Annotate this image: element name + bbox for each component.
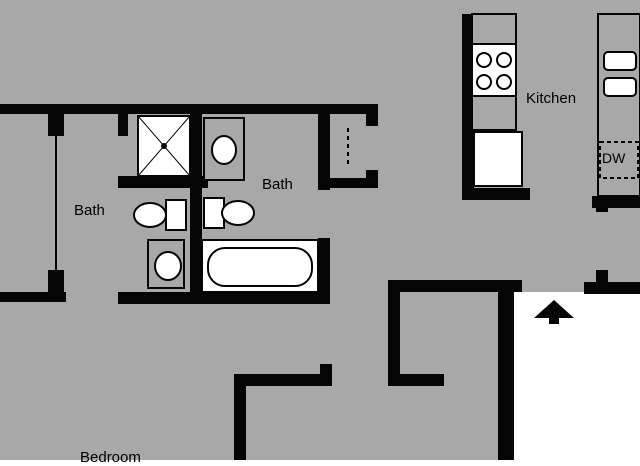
kitchen-counter-right <box>597 13 640 197</box>
refrigerator-icon <box>473 131 523 187</box>
exterior-area <box>514 292 640 460</box>
room-label-kitchen: Kitchen <box>526 90 577 107</box>
sink-icon <box>603 51 637 97</box>
shower-icon <box>137 115 191 177</box>
room-label-bath-right: Bath <box>262 176 293 193</box>
dishwasher-icon <box>599 141 639 179</box>
walls <box>0 14 640 460</box>
bathtub-icon <box>201 239 319 293</box>
stove-icon <box>471 43 517 97</box>
sink-icon <box>147 239 185 289</box>
room-label-bedroom: Bedroom <box>80 449 141 466</box>
toilet-icon <box>133 199 187 231</box>
room-label-bath-left: Bath <box>74 202 105 219</box>
entry-arrow-icon <box>534 300 574 324</box>
dishwasher-label: DW <box>602 150 626 166</box>
sink-icon <box>203 117 245 181</box>
toilet-icon <box>203 197 255 229</box>
